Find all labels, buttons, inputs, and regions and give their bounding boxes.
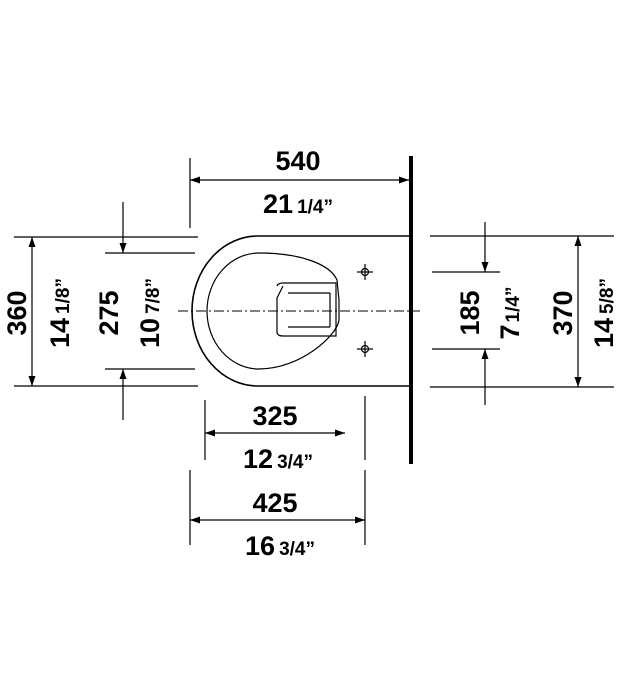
wall-line [409, 156, 413, 464]
svg-text:71/4”: 71/4” [495, 287, 525, 340]
depth-in-frac: 3/4” [279, 539, 315, 560]
hole-spacing-in-frac: 3/4” [277, 452, 313, 473]
bowl-height-in-frac: 7/8” [143, 278, 164, 314]
dimension-wall-height-370: 370 14 5/8” [430, 235, 619, 388]
bolt-spacing-in-whole: 7 [495, 324, 525, 339]
depth-in-whole: 16 [245, 531, 275, 561]
bolt-hole-upper [357, 264, 373, 280]
width-in-frac: 1/4” [297, 197, 333, 218]
bolt-spacing-in-frac: 1/4” [503, 287, 524, 323]
bowl-height-in-whole: 10 [135, 318, 165, 348]
overall-height-in-frac: 1/8” [53, 278, 74, 314]
bolt-spacing-mm-label: 185 [455, 290, 485, 335]
dimension-overall-height-360: 360 14 1/8” [2, 236, 198, 387]
hole-spacing-mm-label: 325 [252, 401, 297, 431]
svg-text:211/4”: 211/4” [263, 189, 333, 219]
svg-text:145/8”: 14 5/8” [589, 278, 619, 348]
bolt-hole-lower [357, 341, 373, 357]
svg-text:141/8”: 14 1/8” [45, 278, 75, 348]
width-in-whole: 21 [263, 189, 293, 219]
wall-height-in-whole: 14 [589, 318, 619, 348]
dimension-bolt-spacing-185: 185 71/4” [432, 222, 525, 405]
toilet-flush-inner [288, 292, 331, 328]
overall-height-in-whole: 14 [45, 318, 75, 348]
toilet-flush-opening [276, 282, 337, 337]
wall-height-mm-label: 370 [548, 290, 578, 335]
wall-height-in-frac: 5/8” [597, 278, 618, 314]
overall-height-mm-label: 360 [2, 290, 32, 335]
hole-spacing-in-whole: 12 [243, 444, 273, 474]
svg-text:163/4”: 163/4” [245, 531, 315, 561]
dimension-bowl-height-275: 275 10 7/8” [94, 202, 195, 420]
width-mm-label: 540 [275, 146, 320, 176]
svg-text:107/8”: 10 7/8” [135, 278, 165, 348]
depth-mm-label: 425 [252, 488, 297, 518]
bowl-height-mm-label: 275 [94, 290, 124, 335]
toilet-inner-bowl [206, 252, 340, 370]
svg-text:123/4”: 123/4” [243, 444, 313, 474]
